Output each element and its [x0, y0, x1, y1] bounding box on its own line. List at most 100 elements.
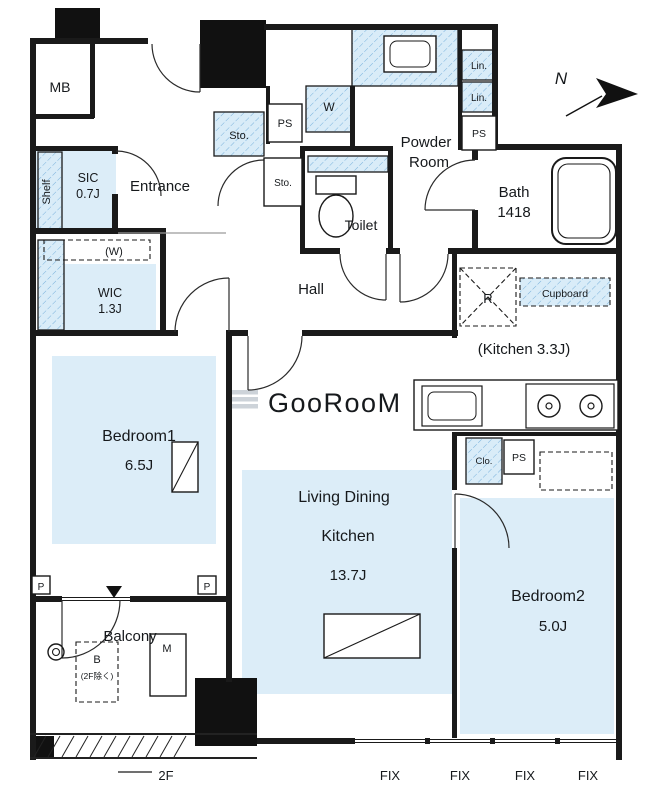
p-marker-left-box	[31, 575, 51, 595]
label-p-left: P	[38, 582, 45, 593]
washer-space	[305, 85, 353, 133]
balcony-rail	[30, 733, 257, 759]
compass: N	[555, 69, 638, 117]
label-wic: WIC	[98, 286, 122, 300]
closet-area	[465, 437, 503, 485]
label-powder-2: Room	[409, 154, 449, 171]
label-bath-size: 1418	[497, 204, 530, 221]
bath-door-arc	[424, 159, 476, 211]
wic-floor	[64, 264, 156, 330]
labels: MB Shelf SIC 0.7J Entrance Sto. PS Sto. …	[38, 61, 599, 783]
washing-machine-space	[43, 239, 151, 261]
label-fridge: R	[483, 291, 492, 306]
label-storage-small: Sto.	[274, 178, 292, 189]
direction-triangle	[106, 586, 122, 598]
structure-block-top	[200, 20, 266, 88]
sic-door-arc	[115, 150, 162, 197]
hatched-areas	[37, 27, 611, 485]
b-box	[75, 641, 119, 703]
label-fix-4: FIX	[578, 768, 599, 783]
label-linen-2: Lin.	[471, 93, 487, 104]
label-closet: Clo.	[476, 456, 493, 467]
m-box	[149, 633, 187, 697]
label-hall: Hall	[298, 281, 324, 298]
label-mb: MB	[50, 79, 71, 95]
label-ps-top: PS	[278, 118, 293, 130]
kitchen-dashed-area	[539, 451, 613, 491]
label-b-note: (2F除く)	[81, 671, 114, 681]
label-ldk-size: 13.7J	[330, 567, 367, 584]
label-kitchen: (Kitchen 3.3J)	[478, 341, 571, 358]
p-marker-right-box	[197, 575, 217, 595]
fridge-space	[459, 267, 517, 327]
watermark: GooRooM	[232, 388, 402, 418]
label-ps-mid: PS	[512, 452, 526, 464]
label-bedroom1-size: 6.5J	[125, 457, 153, 474]
solid-blocks	[30, 8, 266, 758]
balcony-door-opening	[62, 596, 130, 602]
label-w-space: (W)	[105, 246, 123, 258]
storage-top	[213, 111, 265, 157]
cupboard-area	[519, 277, 611, 307]
label-washer: W	[323, 100, 335, 114]
label-linen-1: Lin.	[471, 61, 487, 72]
bedroom1-door-arc	[174, 277, 230, 333]
label-powder-1: Powder	[401, 134, 452, 151]
storage-door-arc	[217, 159, 265, 207]
label-ldk-1: Living Dining	[298, 489, 390, 506]
linen-2	[461, 81, 497, 113]
label-shelf: Shelf	[41, 179, 53, 205]
watermark-text: GooRooM	[268, 388, 402, 418]
fix-window-2	[430, 738, 490, 744]
entrance-door-arc	[151, 43, 201, 93]
room-fills	[36, 150, 614, 734]
label-fix-2: FIX	[450, 768, 471, 783]
ps-box-mid	[503, 439, 535, 475]
kitchen-sink	[421, 385, 483, 427]
label-m-mark: M	[162, 643, 171, 655]
fix-window-1	[355, 738, 425, 744]
label-bedroom2-size: 5.0J	[539, 618, 567, 635]
windows	[62, 596, 616, 744]
closet-door-panel	[171, 441, 199, 493]
storage-small-box	[263, 157, 303, 207]
ps-box-top	[267, 103, 303, 143]
label-toilet: Toilet	[345, 217, 378, 233]
fix-window-3	[495, 738, 555, 744]
door-arcs	[61, 43, 510, 659]
wic-shelf-strip	[37, 239, 65, 331]
toilet-door-arc	[339, 253, 387, 301]
north-arrow-icon	[596, 78, 638, 108]
label-floor: 2F	[158, 768, 173, 783]
label-balcony: Balcony	[103, 628, 157, 645]
label-wic-size: 1.3J	[98, 302, 122, 316]
label-sic-size: 0.7J	[76, 187, 100, 201]
label-p-right: P	[204, 582, 211, 593]
toilet-shelf	[307, 155, 389, 173]
compass-n-label: N	[555, 69, 568, 88]
label-ldk-2: Kitchen	[321, 528, 374, 545]
bathtub	[551, 157, 617, 245]
ldk-door-arc	[247, 335, 303, 391]
dining-table	[323, 613, 421, 659]
label-bedroom1: Bedroom1	[102, 428, 176, 445]
toilet-fixture	[315, 175, 357, 238]
label-b-mark: B	[93, 654, 100, 666]
fixtures	[31, 35, 619, 773]
label-ps-right: PS	[472, 128, 486, 140]
structure-block-bottom	[195, 678, 257, 746]
compass-shaft	[565, 95, 603, 117]
label-entrance: Entrance	[130, 178, 190, 195]
ps-box-right	[461, 115, 497, 151]
label-sic: SIC	[78, 171, 99, 185]
label-bath: Bath	[499, 184, 530, 201]
label-fix-3: FIX	[515, 768, 536, 783]
shelf-area	[37, 151, 63, 231]
bedroom2-floor	[460, 498, 614, 734]
balcony-drain	[47, 643, 65, 661]
label-bedroom2: Bedroom2	[511, 588, 585, 605]
fix-window-4	[560, 738, 616, 744]
label-cupboard: Cupboard	[542, 288, 588, 300]
